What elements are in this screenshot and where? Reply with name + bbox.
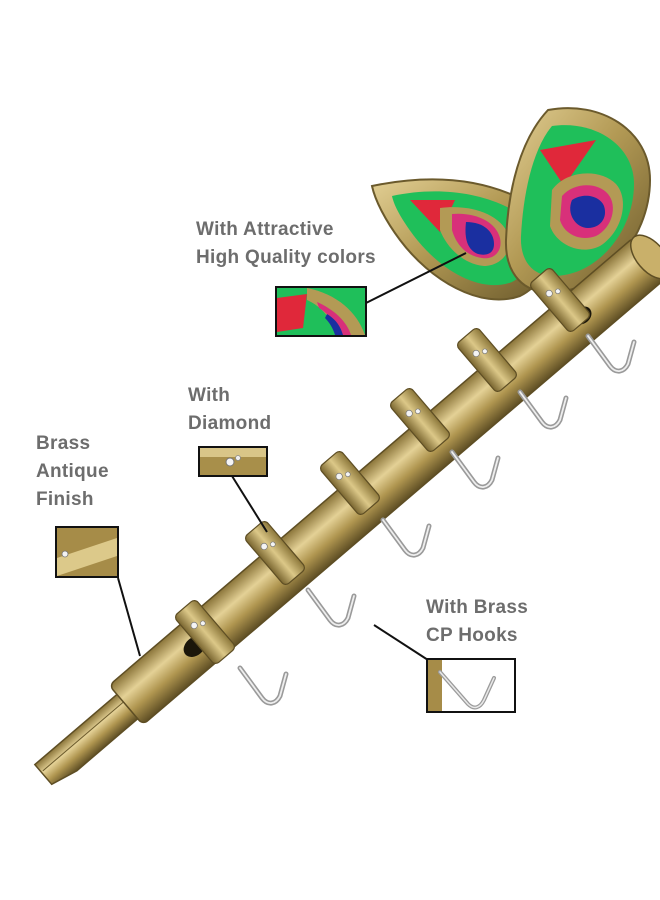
hook-highlight-5 <box>519 391 567 428</box>
hooks-inset <box>426 658 516 713</box>
hooks-callout: With Brass CP Hooks <box>426 594 528 650</box>
colors-callout-line <box>365 252 467 304</box>
diamond-stone <box>335 472 343 481</box>
finish-callout: Brass Antique Finish <box>36 430 109 514</box>
hook-highlight-1 <box>239 667 287 704</box>
diamond-stone <box>270 541 276 548</box>
ring-3 <box>320 451 380 515</box>
diamond-stone <box>345 471 351 478</box>
diamond-callout-line <box>231 475 268 533</box>
ring-1 <box>175 600 235 664</box>
colors-callout: With Attractive High Quality colors <box>196 216 376 272</box>
finish-callout-line1: Brass <box>36 433 91 454</box>
finish-callout-line2: Antique <box>36 461 109 482</box>
hook-highlight-3 <box>382 519 430 556</box>
peacock-feather-right <box>504 107 652 294</box>
peacock-feather-left <box>370 178 551 301</box>
hook-highlight-4 <box>451 451 499 488</box>
diamond-stone <box>415 408 421 415</box>
diamond-callout-line2: Diamond <box>188 413 272 434</box>
hooks-callout-line <box>373 624 429 661</box>
diamond-callout-line1: With <box>188 385 231 406</box>
ring-5 <box>457 328 517 392</box>
diamond-inset <box>198 446 268 477</box>
brass-cp-hooks <box>237 333 637 706</box>
ring-4 <box>390 388 450 452</box>
flute-key-holder <box>33 234 660 786</box>
finish-callout-line3: Finish <box>36 489 94 510</box>
hooks-callout-line2: CP Hooks <box>426 625 518 646</box>
diamond-stone <box>472 349 480 358</box>
diamond-stone <box>555 288 561 295</box>
finish-callout-line <box>117 577 141 657</box>
diamond-rings <box>175 268 590 664</box>
diamond-stone <box>545 289 553 298</box>
diamond-callout: With Diamond <box>188 382 271 438</box>
diamond-stone <box>200 620 206 627</box>
colors-inset <box>275 286 367 337</box>
ring-2 <box>245 521 305 585</box>
finish-inset <box>55 526 119 578</box>
diamond-stone <box>482 348 488 355</box>
colors-callout-line1: With Attractive <box>196 219 334 240</box>
hook-highlight-6 <box>587 335 635 372</box>
diamond-stone <box>260 542 268 551</box>
hook-highlight-2 <box>307 589 355 626</box>
hooks-callout-line1: With Brass <box>426 597 529 618</box>
diamond-stone <box>190 621 198 630</box>
ring-6 <box>530 268 590 332</box>
callout-lines <box>117 252 467 661</box>
diamond-stone <box>405 409 413 418</box>
colors-callout-line2: High Quality colors <box>196 247 376 268</box>
